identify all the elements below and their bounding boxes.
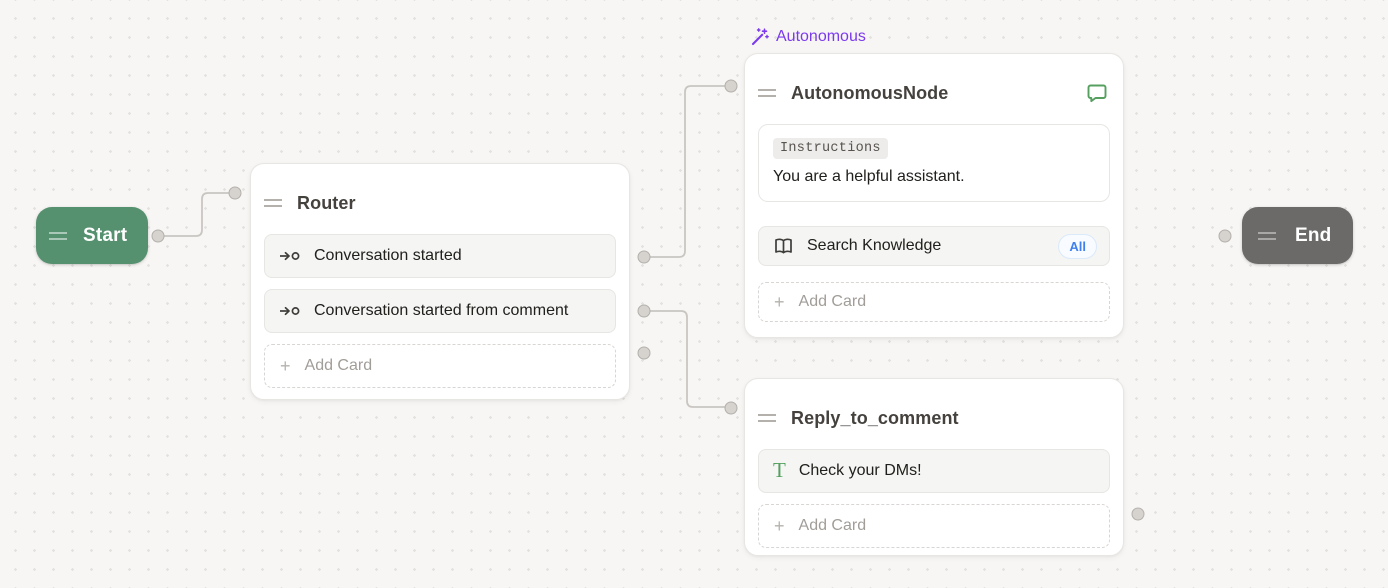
card-label: Conversation started from comment — [314, 302, 569, 319]
autonomous-tag: Autonomous — [750, 27, 866, 46]
edge-start-to-router — [158, 192, 229, 237]
card-label: Conversation started — [314, 247, 462, 264]
add-card-label: Add Card — [798, 293, 867, 310]
instructions-text: You are a helpful assistant. — [773, 168, 965, 185]
autonomous-node-title: AutonomousNode — [791, 82, 949, 103]
autonomous-tag-label: Autonomous — [776, 27, 866, 45]
autonomous-add-card-button[interactable]: + Add Card — [758, 282, 1110, 322]
chat-bubble-icon[interactable] — [1085, 81, 1109, 105]
autonomous-node-header: AutonomousNode — [745, 54, 1123, 107]
autonomous-node[interactable]: AutonomousNode Instructions You are a he… — [744, 53, 1124, 338]
port-router-card2-output[interactable] — [637, 304, 651, 318]
drag-handle-icon[interactable] — [264, 199, 282, 207]
card-label: Check your DMs! — [798, 462, 922, 479]
router-node-title: Router — [297, 192, 356, 213]
port-autonomous-input[interactable] — [724, 79, 738, 93]
open-book-icon — [773, 237, 794, 255]
router-card-conversation-started[interactable]: Conversation started — [264, 234, 616, 278]
port-reply-output[interactable] — [1131, 507, 1145, 521]
drag-handle-icon[interactable] — [758, 89, 776, 97]
drag-handle-icon[interactable] — [49, 231, 67, 240]
plus-icon: + — [774, 516, 785, 536]
router-node[interactable]: Router Conversation started Conversation… — [250, 163, 630, 400]
reply-to-comment-node[interactable]: Reply_to_comment T Check your DMs! + Add… — [744, 378, 1124, 556]
plus-icon: + — [280, 356, 291, 376]
autonomous-node-body: Instructions You are a helpful assistant… — [745, 107, 1123, 322]
reply-node-body: T Check your DMs! + Add Card — [745, 432, 1123, 548]
plus-icon: + — [774, 292, 785, 312]
end-node[interactable]: End — [1242, 207, 1353, 264]
reply-node-title: Reply_to_comment — [791, 407, 959, 428]
port-router-card1-output[interactable] — [637, 250, 651, 264]
router-add-card-button[interactable]: + Add Card — [264, 344, 616, 388]
search-knowledge-scope-badge[interactable]: All — [1058, 233, 1097, 259]
router-card-conversation-started-from-comment[interactable]: Conversation started from comment — [264, 289, 616, 333]
start-node-label: Start — [83, 224, 128, 246]
edge-router-card1-to-autonomous — [646, 85, 725, 258]
start-node[interactable]: Start — [36, 207, 148, 264]
reply-node-header: Reply_to_comment — [745, 379, 1123, 432]
router-node-header: Router — [251, 164, 629, 217]
port-end-input[interactable] — [1218, 229, 1232, 243]
instructions-card[interactable]: Instructions You are a helpful assistant… — [758, 124, 1110, 202]
add-card-label: Add Card — [304, 357, 373, 374]
port-start-output[interactable] — [151, 229, 165, 243]
router-node-body: Conversation started Conversation starte… — [251, 217, 629, 388]
end-node-label: End — [1295, 224, 1332, 246]
card-label: Search Knowledge — [807, 237, 942, 254]
wand-icon — [750, 27, 769, 46]
entry-arrow-icon — [279, 304, 301, 318]
text-message-card[interactable]: T Check your DMs! — [758, 449, 1110, 493]
port-router-input[interactable] — [228, 186, 242, 200]
drag-handle-icon[interactable] — [758, 414, 776, 422]
add-card-label: Add Card — [798, 517, 867, 534]
search-knowledge-card[interactable]: Search Knowledge All — [758, 226, 1110, 266]
instructions-chip: Instructions — [773, 138, 888, 159]
port-reply-input[interactable] — [724, 401, 738, 415]
entry-arrow-icon — [279, 249, 301, 263]
drag-handle-icon[interactable] — [1258, 231, 1276, 240]
reply-add-card-button[interactable]: + Add Card — [758, 504, 1110, 548]
text-icon: T — [773, 457, 786, 482]
port-router-addcard-output[interactable] — [637, 346, 651, 360]
edge-router-card2-to-reply — [646, 310, 725, 408]
